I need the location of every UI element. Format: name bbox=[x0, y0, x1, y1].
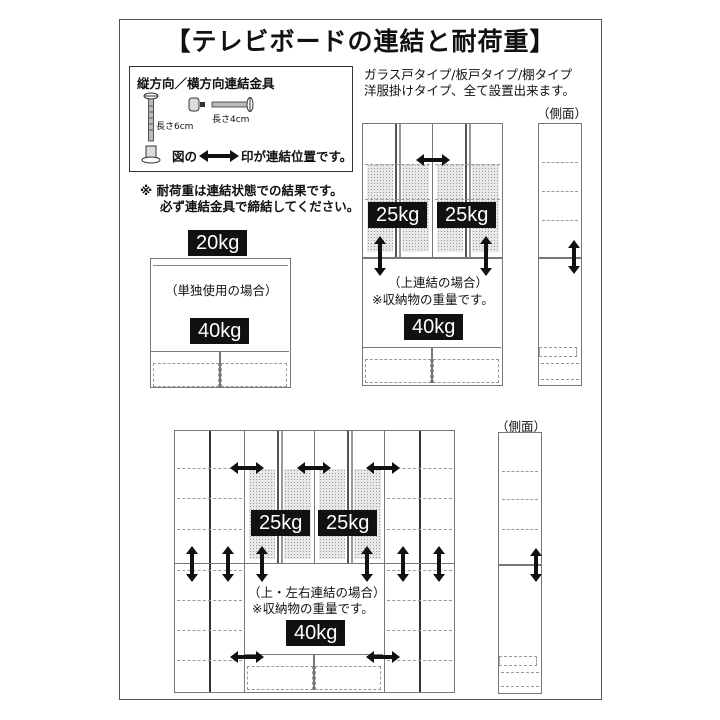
vertical-connection-arrow-icon bbox=[222, 546, 234, 582]
vertical-connection-arrow-icon bbox=[480, 236, 492, 276]
top-right-load-badge: 25kg bbox=[437, 202, 497, 228]
short-bolt-icon bbox=[188, 97, 254, 112]
single-top-load-badge: 20kg bbox=[188, 230, 248, 256]
horizontal-connection-arrow-icon bbox=[366, 462, 400, 474]
side-view-upper-2 bbox=[498, 432, 542, 565]
upper-glass-cabinet-center-left bbox=[244, 430, 315, 564]
right-shelf-cabinet-lower bbox=[384, 563, 455, 693]
horizontal-connection-arrow-icon bbox=[416, 154, 450, 166]
load-note-line2: 必ず連結金具で締結してください。 bbox=[160, 199, 360, 214]
left-shelf-cabinet-lower bbox=[174, 563, 245, 693]
vertical-connection-arrow-icon bbox=[397, 546, 409, 582]
vertical-connection-arrow-icon bbox=[361, 546, 373, 582]
side-view-label-1: （側面） bbox=[537, 106, 588, 121]
full-connection-caption: （上・左右連結の場合） bbox=[248, 585, 386, 600]
full-left-load-badge: 25kg bbox=[251, 510, 311, 536]
hardware-box bbox=[129, 66, 353, 172]
connection-legend: 図の 印が連結位置です。 bbox=[172, 146, 352, 165]
diagram-frame bbox=[119, 19, 602, 700]
horizontal-connection-arrow-icon bbox=[230, 462, 264, 474]
side-view-lower-1 bbox=[538, 258, 582, 386]
long-bolt-icon bbox=[141, 92, 161, 164]
upper-glass-cabinet-center-right bbox=[314, 430, 385, 564]
top-connection-inner-load-badge: 40kg bbox=[404, 314, 464, 340]
load-note-line1: ※ 耐荷重は連結状態での結果です。 bbox=[140, 183, 343, 198]
bolt-short-label: 長さ4cm bbox=[212, 115, 250, 125]
top-connection-subcaption: ※収納物の重量です。 bbox=[372, 292, 494, 307]
vertical-connection-arrow-icon bbox=[568, 240, 580, 274]
top-left-load-badge: 25kg bbox=[368, 202, 428, 228]
legend-suffix: 印が連結位置です。 bbox=[241, 149, 353, 164]
horizontal-connection-arrow-icon bbox=[366, 651, 400, 663]
full-connection-inner-load-badge: 40kg bbox=[286, 620, 346, 646]
vertical-connection-arrow-icon bbox=[433, 546, 445, 582]
legend-prefix: 図の bbox=[172, 149, 198, 164]
horizontal-connection-arrow-icon bbox=[297, 462, 331, 474]
side-view-upper-1 bbox=[538, 123, 582, 258]
single-inner-load-badge: 40kg bbox=[190, 318, 250, 344]
hardware-heading: 縦方向／横方向連結金具 bbox=[137, 76, 275, 91]
single-tv-board bbox=[150, 258, 291, 388]
full-connection-subcaption: ※収納物の重量です。 bbox=[252, 601, 374, 616]
upper-glass-cabinet-left bbox=[362, 123, 433, 258]
single-caption: （単独使用の場合） bbox=[165, 283, 278, 298]
upper-glass-cabinet-right bbox=[432, 123, 503, 258]
horizontal-connection-arrow-icon bbox=[230, 651, 264, 663]
page-title: 【テレビボードの連結と耐荷重】 bbox=[165, 27, 556, 56]
right-shelf-cabinet-upper bbox=[384, 430, 455, 564]
vertical-connection-arrow-icon bbox=[530, 548, 542, 582]
vertical-connection-arrow-icon bbox=[256, 546, 268, 582]
bolt-long-label: 長さ6cm bbox=[156, 122, 194, 132]
types-note-line2: 洋服掛けタイプ、全て設置出来ます。 bbox=[364, 83, 575, 98]
vertical-connection-arrow-icon bbox=[186, 546, 198, 582]
full-right-load-badge: 25kg bbox=[318, 510, 378, 536]
top-connection-caption: （上連結の場合） bbox=[388, 275, 489, 290]
side-view-label-2: （側面） bbox=[496, 419, 547, 434]
vertical-connection-arrow-icon bbox=[374, 236, 386, 276]
types-note-line1: ガラス戸タイプ/板戸タイプ/棚タイプ bbox=[364, 67, 573, 82]
double-arrow-icon bbox=[199, 149, 240, 162]
side-view-lower-2 bbox=[498, 565, 542, 694]
left-shelf-cabinet-upper bbox=[174, 430, 245, 564]
